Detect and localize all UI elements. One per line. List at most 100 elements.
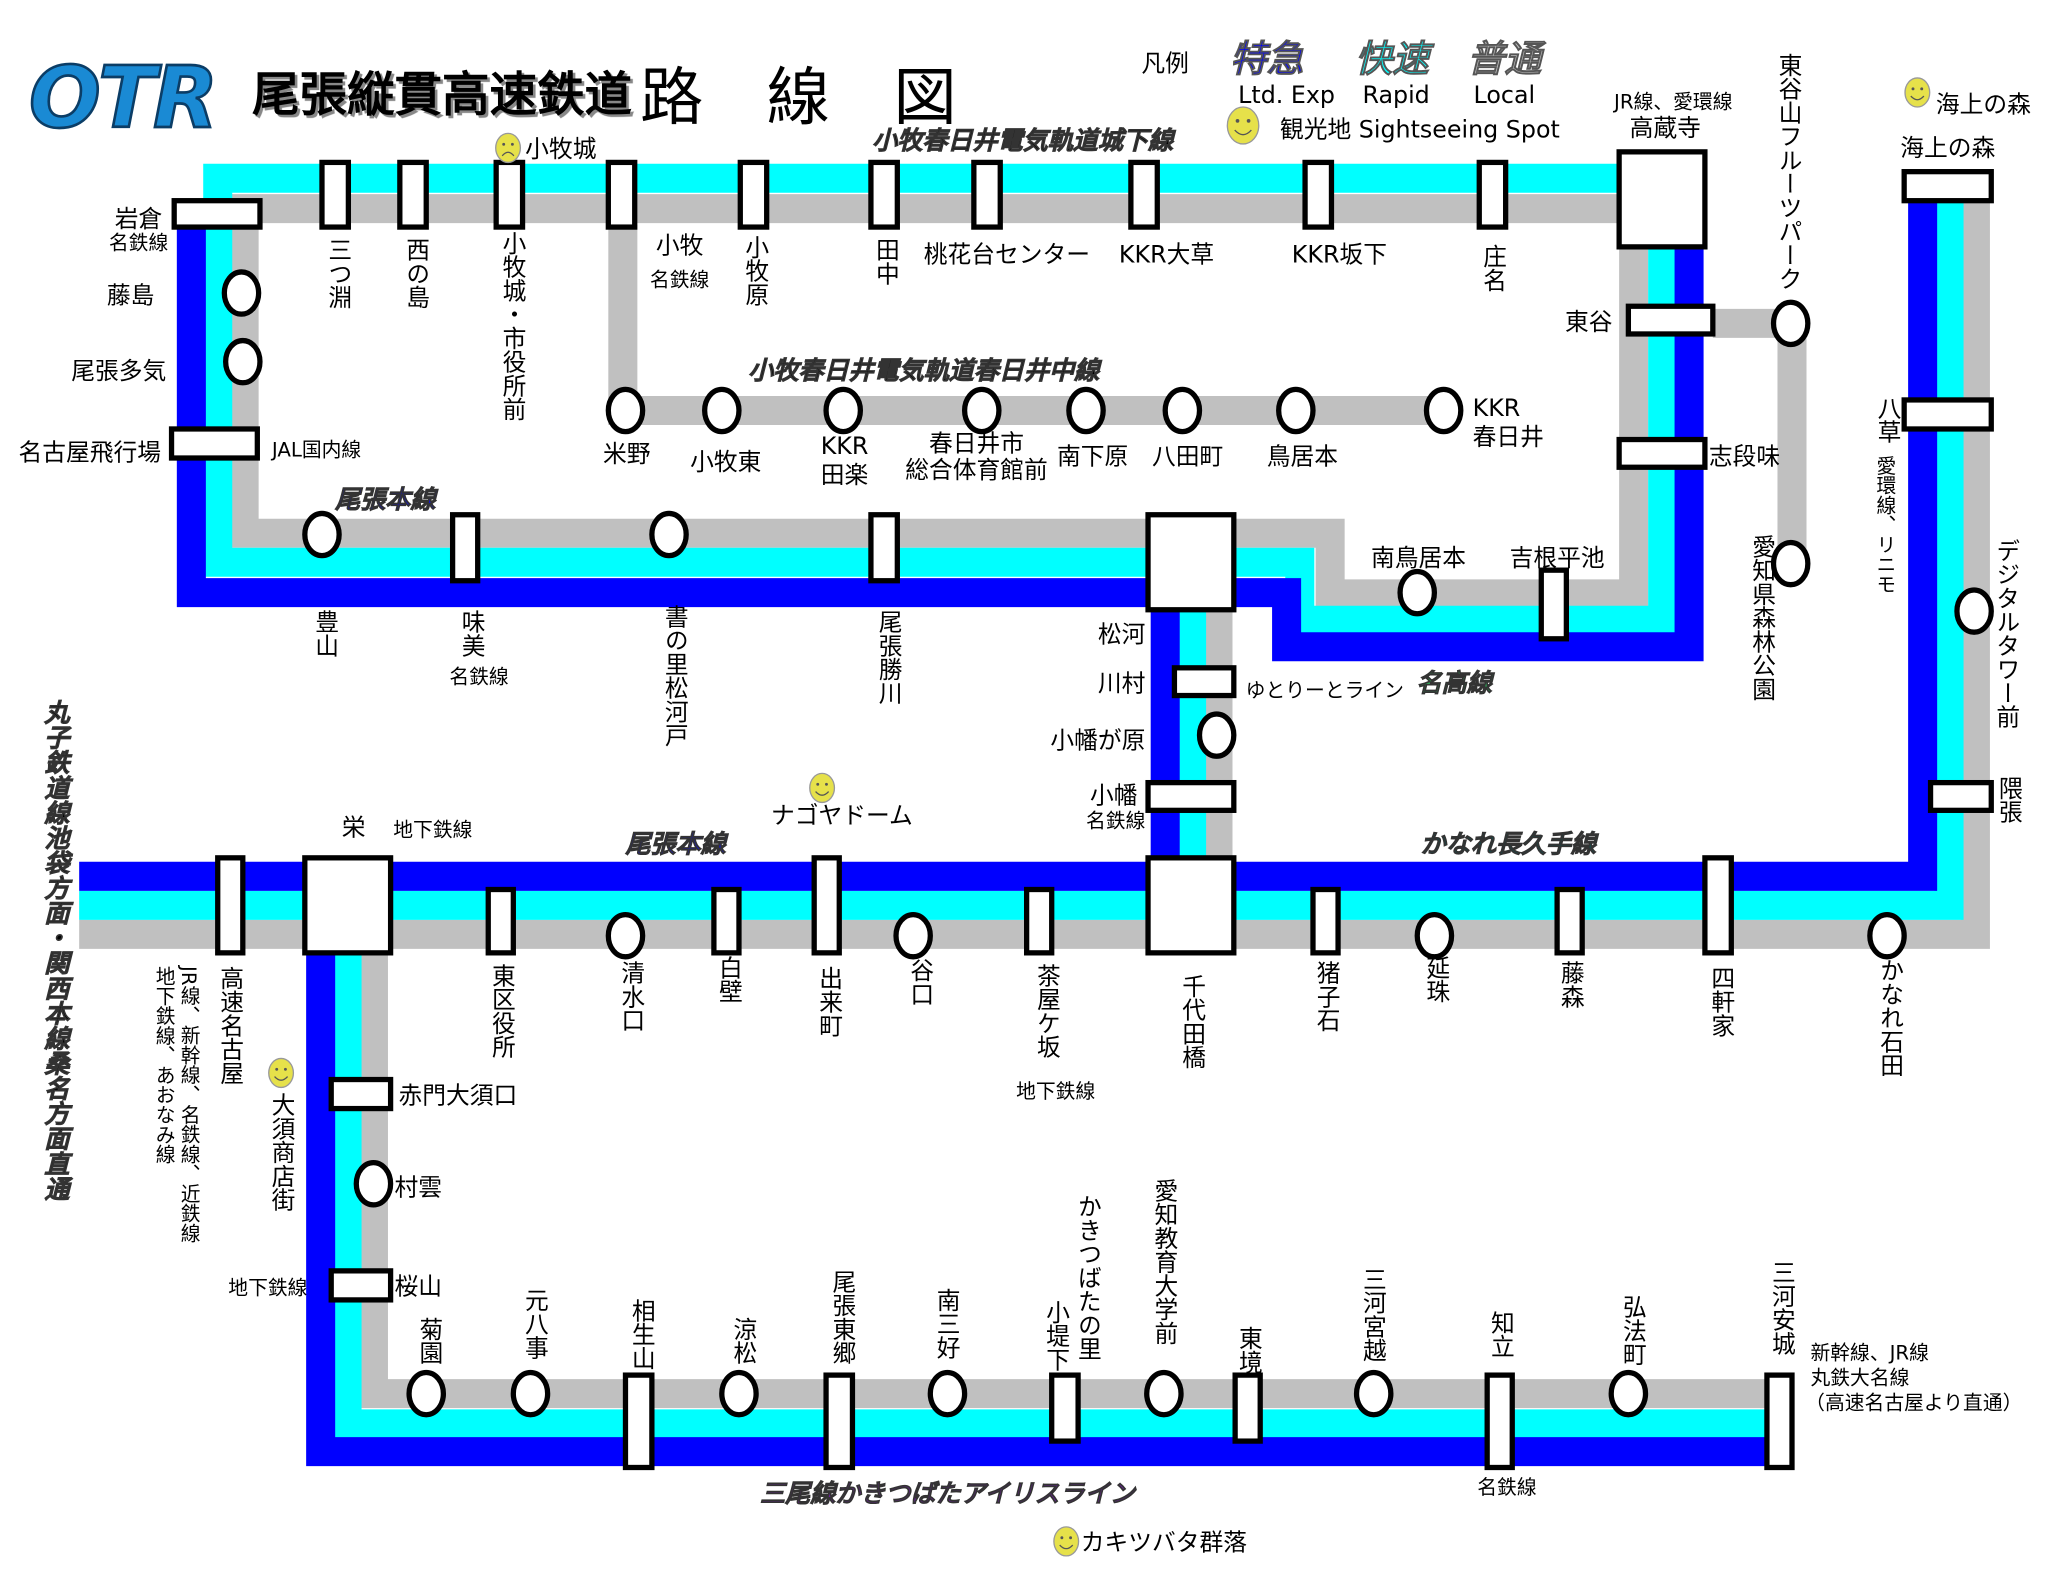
stations-obata-transfer-label: 名鉄線 <box>1086 809 1146 832</box>
station-iwakura[interactable] <box>171 198 263 230</box>
stations-kikuen-name-label: 菊園 <box>415 1317 443 1365</box>
station-mitsubuchi[interactable] <box>319 159 352 230</box>
station-komakihara[interactable] <box>737 159 770 230</box>
station-fujimori[interactable] <box>1554 886 1585 956</box>
smiley-kakitsubata-icon <box>1053 1526 1080 1557</box>
station-kkr-tagaku[interactable] <box>823 386 864 435</box>
station-minamishimohara[interactable] <box>1066 386 1106 435</box>
station-minamitoriimoto[interactable] <box>1397 568 1438 617</box>
station-hattacho[interactable] <box>1162 386 1203 435</box>
station-minamimiyoshi[interactable] <box>927 1369 968 1418</box>
stations-toriimoto-name-label: 鳥居本 <box>1267 443 1338 471</box>
station-kanareishida[interactable] <box>1867 911 1907 960</box>
station-kumabari[interactable] <box>1927 779 1994 813</box>
station-higashizakai[interactable] <box>1232 1372 1263 1444</box>
legend-local: 普通 <box>1467 37 1546 80</box>
station-shidami[interactable] <box>1616 436 1708 470</box>
station-enju[interactable] <box>1414 911 1455 960</box>
station-yoshinehiraike[interactable] <box>1538 567 1569 642</box>
station-aioiyama[interactable] <box>622 1372 655 1471</box>
station-yaguchi[interactable] <box>893 911 933 960</box>
stations-shimizuguchi-name-label: 清水口 <box>617 961 645 1032</box>
stations-sakurayama-name-label: 桜山 <box>395 1273 443 1301</box>
station-chiryu[interactable] <box>1484 1372 1515 1471</box>
station-obata[interactable] <box>1145 779 1237 813</box>
stations-kobocho-name-label: 弘法町 <box>1618 1295 1646 1366</box>
station-kotsutsumishita[interactable] <box>1049 1372 1081 1444</box>
station-kikuen[interactable] <box>406 1369 447 1418</box>
station-digital-tower[interactable] <box>1954 587 1994 635</box>
station-chiyodabashi[interactable] <box>1145 855 1237 956</box>
station-motoyagoto[interactable] <box>510 1369 551 1418</box>
station-shonosato[interactable] <box>649 510 689 559</box>
station-shikenya[interactable] <box>1702 855 1734 956</box>
station-toyoyama[interactable] <box>302 510 342 559</box>
stations-shidami-name-label: 志段味 <box>1709 443 1780 471</box>
station-owaritogo[interactable] <box>823 1372 856 1471</box>
station-komakijo[interactable] <box>493 159 526 230</box>
station-suzumatsu[interactable] <box>719 1369 759 1418</box>
station-fruit-park[interactable] <box>1770 299 1811 348</box>
stations-digital-tower-name-label: デジタルタワー前 <box>1992 538 2020 728</box>
station-higashikuyakusho[interactable] <box>485 886 516 956</box>
station-komakihigashi[interactable] <box>702 386 742 435</box>
through-service-note: 丸子鉄道線池袋方面・関西本線桑名方面直通 <box>39 699 70 1200</box>
station-yakusa[interactable] <box>1901 397 1994 432</box>
station-kawamura[interactable] <box>1171 665 1237 699</box>
station-ajiyoshi[interactable] <box>449 512 481 584</box>
station-tokadai[interactable] <box>971 159 1003 230</box>
stations-owaritaki-name-label: 尾張多気 <box>71 357 166 385</box>
station-kobocho[interactable] <box>1608 1369 1649 1418</box>
station-nagoya-airfield[interactable] <box>168 426 260 461</box>
station-kkr-sakashita[interactable] <box>1302 159 1335 230</box>
station-aichi-kyoiku[interactable] <box>1144 1369 1184 1418</box>
station-sakae[interactable] <box>302 855 394 956</box>
station-akamon[interactable] <box>328 1076 394 1112</box>
station-fujishima[interactable] <box>221 269 262 317</box>
station-higashiya[interactable] <box>1625 303 1716 337</box>
station-kosoku-nagoya[interactable] <box>215 855 246 956</box>
station-sakurayama[interactable] <box>328 1268 394 1303</box>
station-komeno[interactable] <box>605 386 646 435</box>
station-shirakabe[interactable] <box>711 886 742 956</box>
station-obatagahara[interactable] <box>1196 711 1237 759</box>
stations-forest-park-name-label: 愛知県森林公園 <box>1748 534 1776 701</box>
station-tanaka[interactable] <box>868 159 900 230</box>
stations-kasugai-gym-name2-label: 総合体育館前 <box>905 456 1048 484</box>
stations-higashikuyakusho-name-label: 東区役所 <box>487 963 515 1058</box>
legend-local-en-label: Local <box>1474 81 1536 109</box>
station-forest-park[interactable] <box>1770 539 1811 588</box>
station-dekimachi[interactable] <box>811 855 842 956</box>
station-shimizuguchi[interactable] <box>605 911 646 960</box>
station-mikawaanjo[interactable] <box>1764 1372 1795 1471</box>
line-name-kasugaichu: 小牧春日井電気軌道春日井中線 <box>748 356 1102 385</box>
station-owaritaki[interactable] <box>223 337 263 386</box>
station-kkr-kasugai[interactable] <box>1423 386 1464 435</box>
stations-yaguchi-name-label: 谷口 <box>906 958 934 1006</box>
station-komaki[interactable] <box>605 159 638 230</box>
stations-kaijonomori-name-label: 海上の森 <box>1900 134 1995 162</box>
station-toriimoto[interactable] <box>1276 386 1316 435</box>
stations-obata-name-label: 小幡 <box>1090 782 1138 810</box>
stations-ajiyoshi-name-label: 味美 <box>457 610 485 658</box>
station-kkr-okusa[interactable] <box>1128 159 1160 230</box>
station-owarikachigawa[interactable] <box>868 512 900 584</box>
stations-chiyodabashi-name-label: 千代田橋 <box>1178 974 1206 1069</box>
station-shona[interactable] <box>1476 159 1509 230</box>
station-murakumo[interactable] <box>353 1160 394 1208</box>
stations-mikawaanjo-transfer-label: 新幹線、JR線 <box>1810 1341 1929 1364</box>
station-mikawamiyakoshi[interactable] <box>1353 1369 1394 1418</box>
station-chayagasaka[interactable] <box>1024 886 1055 956</box>
stations-nagoya-airfield-transfer-label: JAL国内線 <box>270 439 362 462</box>
smiley-kaijo-icon <box>1904 77 1931 108</box>
station-nishinoshima[interactable] <box>397 159 429 230</box>
stations-kkr-kasugai-name2-label: 春日井 <box>1473 423 1544 451</box>
stations-kozoji-transfer-label: JR線、愛環線 <box>1612 90 1733 113</box>
sightseeing-nagoya-dome-label: ナゴヤドーム <box>771 802 913 830</box>
station-kaijonomori[interactable] <box>1901 169 1994 204</box>
station-kozoji[interactable] <box>1616 149 1708 250</box>
station-kasugai-gym[interactable] <box>961 386 1002 435</box>
station-matsukawa[interactable] <box>1145 512 1237 613</box>
station-inokoishi[interactable] <box>1310 886 1341 956</box>
stations-kkr-sakashita-name-label: KKR坂下 <box>1292 241 1387 269</box>
